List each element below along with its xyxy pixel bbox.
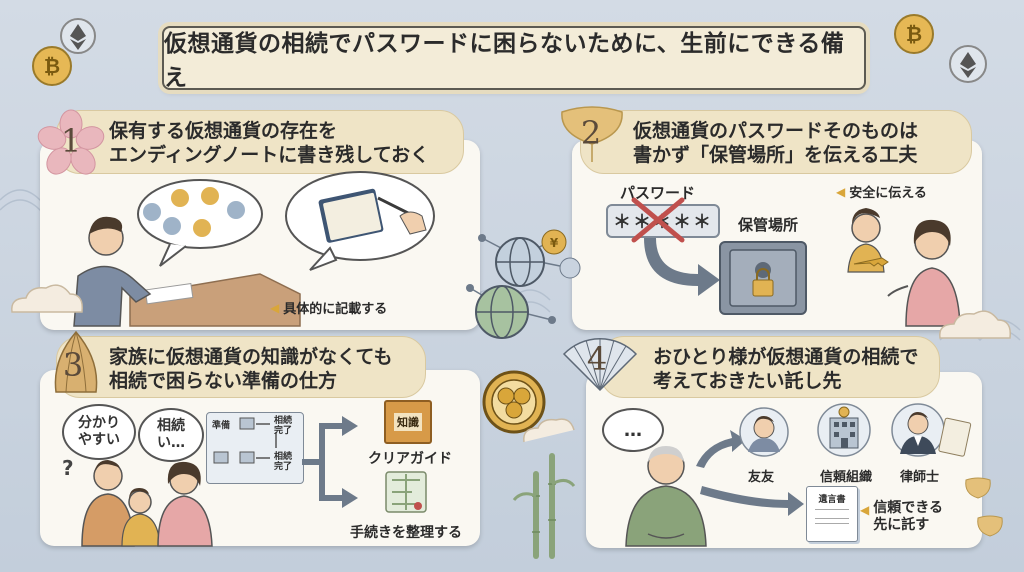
panel-2-heading: 仮想通貨のパスワードそのものは 書かず「保管場所」を伝える工夫: [580, 110, 972, 174]
network-globe-illustration: ¥: [466, 229, 581, 339]
pointer-icon: ◀: [270, 300, 280, 315]
speech-bubble-easy: 分かりやすい: [62, 404, 136, 460]
branch-arrows-icon: [302, 416, 358, 508]
panel-1-caption-text: 具体的に記載する: [283, 302, 388, 317]
friend-label: 友友: [748, 470, 775, 485]
pointer-icon: ◀: [836, 184, 846, 199]
bubble-easy-line2: やすい: [78, 432, 120, 448]
panel-3-heading-line2: 相続で困らない準備の仕方: [109, 370, 338, 392]
family-handover-illustration: [847, 208, 961, 327]
safe-transfer-text: 安全に伝える: [849, 186, 927, 201]
panel-4-heading-line2: 考えておきたい託し先: [653, 370, 842, 392]
knowledge-book-label: 知識: [394, 413, 422, 431]
elderly-person-illustration: [625, 446, 707, 547]
password-label: パスワード: [620, 184, 696, 202]
coin-decorations-right: ₿: [894, 14, 987, 83]
panel-1-caption: ◀ 具体的に記載する: [270, 298, 388, 318]
speech-bubble-inherit: 相続い…: [138, 408, 204, 462]
thought-bubble: …: [602, 408, 664, 452]
lawyer-label: 律師士: [900, 470, 940, 485]
bubble-easy-line1: 分かり: [78, 415, 120, 431]
will-document-icon: 遺言書: [806, 486, 858, 542]
lawyer-avatar: [891, 403, 972, 457]
folding-fan-icon: [562, 337, 638, 392]
sakura-icon: [37, 109, 105, 175]
cloud-decoration-right: [939, 310, 1011, 339]
flow-step-prepare: 準備: [212, 421, 231, 431]
svg-text:₿: ₿: [906, 22, 922, 46]
svg-text:¥: ¥: [550, 236, 559, 250]
panel-2-number: 2: [580, 114, 602, 152]
flow-step2-line2: 完了: [274, 426, 293, 436]
bamboo-shoot-icon: [54, 330, 98, 393]
panel-1-heading-line1: 保有する仮想通貨の存在を: [109, 120, 338, 142]
storage-label: 保管場所: [738, 216, 799, 234]
page-title: 仮想通貨の相続でパスワードに困らないために、生前にできる備え: [162, 26, 866, 91]
arrow-to-safe-icon: [644, 238, 720, 296]
flow-step-complete-1: 相続 完了: [274, 416, 292, 436]
flow-step3-line2: 完了: [274, 462, 293, 472]
panel-1-illustration: [73, 171, 435, 327]
flow-arrows-icon: [213, 417, 277, 464]
will-document-label: 遺言書: [818, 495, 846, 505]
cloud-decoration: [11, 284, 83, 313]
friend-avatar: [739, 407, 789, 457]
trust-line2: 先に託す: [873, 517, 930, 533]
panel-4-heading: おひとり様が仮想通貨の相続で 考えておきたい託し先: [600, 336, 940, 398]
flow-step3-line1: 相続: [274, 452, 293, 462]
panel-3-heading-line1: 家族に仮想通貨の知識がなくても: [109, 346, 393, 368]
knowledge-book-icon: 知識: [384, 400, 432, 444]
safe-transfer-caption: ◀ 安全に伝える: [836, 182, 927, 202]
flow-step-complete-2: 相続 完了: [274, 452, 292, 472]
crest-bamboo-decoration: [482, 370, 576, 559]
flow-step2-line1: 相続: [274, 416, 293, 426]
family-illustration: [81, 460, 213, 547]
bubble-inherit-line1: 相続: [157, 418, 185, 434]
map-guide-icon: [385, 471, 427, 513]
panel-4-heading-line1: おひとり様が仮想通貨の相続で: [653, 346, 919, 368]
svg-text:₿: ₿: [44, 54, 60, 78]
trust-caption: ◀ 信頼できる 先に託す: [860, 500, 943, 534]
procedure-flow-sheet: [206, 412, 304, 484]
panel-3-number: 3: [62, 346, 84, 384]
panel-2-heading-line2: 書かず「保管場所」を伝える工夫: [633, 144, 918, 166]
panel-2-heading-line1: 仮想通貨のパスワードそのものは: [633, 120, 919, 142]
safe-icon: [719, 241, 807, 315]
bubble-inherit-line2: い…: [157, 435, 185, 451]
question-mark: ?: [62, 456, 74, 480]
panel-1-number: 1: [60, 122, 82, 160]
trust-line1: 信頼できる: [873, 500, 943, 516]
ginkgo-leaf-icon: [561, 106, 623, 162]
ginkgo-leaves-decoration: [965, 477, 1003, 537]
trusted-org-label: 信頼組織: [820, 470, 873, 485]
panel-3-heading: 家族に仮想通貨の知識がなくても 相続で困らない準備の仕方: [56, 336, 426, 398]
cross-out-icon: [631, 197, 685, 243]
coin-decorations-left: ₿: [32, 18, 96, 86]
entrust-arrows-icon: [696, 430, 804, 516]
panel-1-heading-line2: エンディングノートに書き残しておく: [109, 144, 430, 166]
clear-guide-label: クリアガイド: [368, 451, 452, 467]
trusted-organization-icon: [817, 403, 871, 457]
panel-4-number: 4: [586, 340, 608, 378]
pointer-icon: ◀: [860, 503, 870, 517]
organize-procedure-label: 手続きを整理する: [350, 525, 462, 541]
panel-1-heading: 保有する仮想通貨の存在を エンディングノートに書き残しておく: [56, 110, 464, 174]
